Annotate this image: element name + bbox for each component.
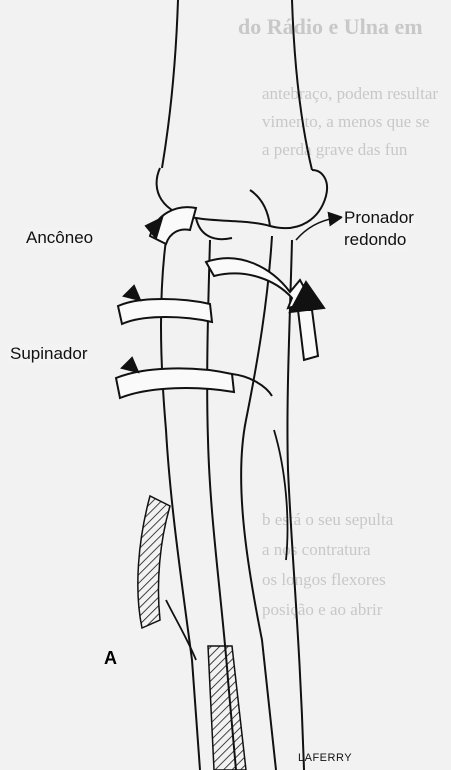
label-pronador-line1: Pronador	[342, 208, 416, 228]
supinator-ribbon-upper	[118, 286, 212, 324]
distal-radius-detail	[166, 430, 288, 660]
panel-letter: A	[104, 648, 117, 669]
humerus-outline	[157, 0, 327, 239]
label-anconeo: Ancôneo	[24, 228, 95, 248]
interosseous-hatch	[208, 646, 246, 770]
label-pronador-line2: redondo	[342, 230, 408, 250]
lower-shaft-hatch	[138, 496, 170, 628]
anconeus-ribbon-arrow	[146, 207, 196, 244]
supinator-ribbon-lower	[116, 358, 272, 398]
label-supinador: Supinador	[8, 344, 90, 364]
artist-signature: LAFERRY	[298, 752, 352, 764]
radius-outline	[241, 236, 304, 770]
pronator-pointer	[296, 218, 336, 240]
